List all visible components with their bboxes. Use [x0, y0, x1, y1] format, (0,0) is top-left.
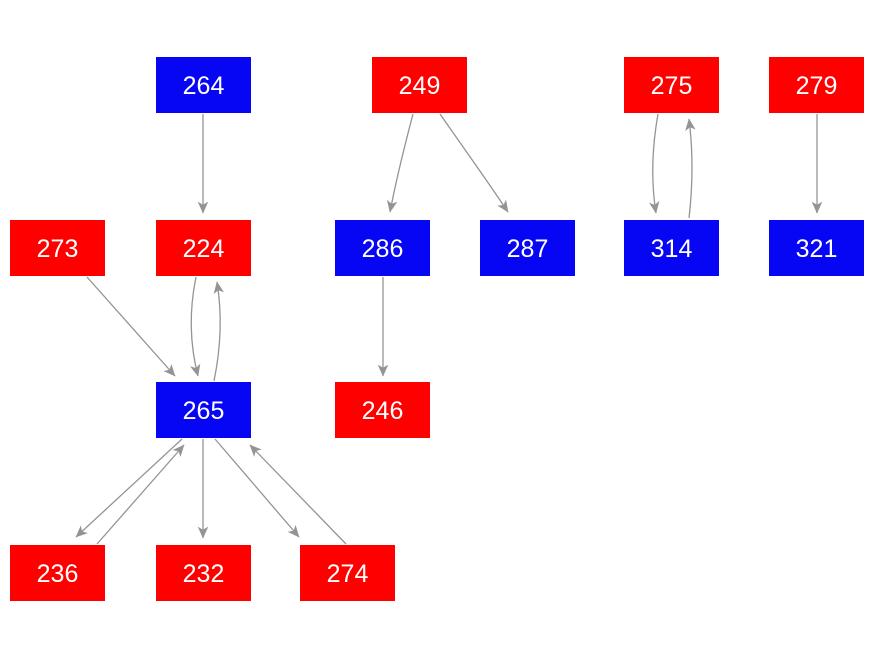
node-275: 275: [624, 57, 719, 113]
edge-265-to-224: [213, 281, 225, 382]
edge-275-to-314: [648, 113, 660, 214]
node-232: 232: [156, 545, 251, 601]
node-box-224: [156, 220, 251, 276]
node-label-264: 264: [183, 72, 225, 100]
node-249: 249: [372, 57, 467, 113]
node-265: 265: [156, 382, 251, 438]
nodes-layer: 264 249 275 279 273 224 286 287 314 321 265 246 236 2…: [10, 57, 864, 601]
node-label-274: 274: [327, 560, 369, 588]
node-box-232: [156, 545, 251, 601]
node-box-273: [10, 220, 105, 276]
node-314: 314: [624, 220, 719, 276]
node-box-287: [480, 220, 575, 276]
node-box-314: [624, 220, 719, 276]
edge-236-to-265: [96, 444, 185, 545]
node-label-224: 224: [183, 235, 225, 263]
edge-274-to-265: [249, 444, 347, 545]
node-label-249: 249: [399, 72, 441, 100]
edge-249-to-287: [439, 113, 509, 213]
node-273: 273: [10, 220, 105, 276]
node-236: 236: [10, 545, 105, 601]
node-box-249: [372, 57, 467, 113]
node-box-321: [769, 220, 864, 276]
node-box-236: [10, 545, 105, 601]
node-label-314: 314: [651, 235, 693, 263]
node-label-279: 279: [796, 72, 838, 100]
edges-layer: [75, 113, 823, 545]
node-label-232: 232: [183, 560, 225, 588]
node-label-275: 275: [651, 72, 693, 100]
node-label-236: 236: [37, 560, 79, 588]
node-321: 321: [769, 220, 864, 276]
node-box-274: [300, 545, 395, 601]
node-box-275: [624, 57, 719, 113]
node-279: 279: [769, 57, 864, 113]
node-287: 287: [480, 220, 575, 276]
edge-273-to-265: [86, 276, 176, 377]
edge-249-to-286: [386, 113, 414, 213]
node-224: 224: [156, 220, 251, 276]
node-label-286: 286: [362, 235, 404, 263]
node-label-265: 265: [183, 397, 225, 425]
node-box-286: [335, 220, 430, 276]
edge-265-to-236: [75, 438, 183, 538]
node-264: 264: [156, 57, 251, 113]
node-286: 286: [335, 220, 430, 276]
node-246: 246: [335, 382, 430, 438]
edge-265-to-274: [214, 438, 300, 538]
node-label-321: 321: [796, 235, 838, 263]
node-274: 274: [300, 545, 395, 601]
node-box-264: [156, 57, 251, 113]
node-box-265: [156, 382, 251, 438]
node-label-273: 273: [37, 235, 79, 263]
edge-314-to-275: [685, 118, 696, 219]
node-box-279: [769, 57, 864, 113]
node-label-246: 246: [362, 397, 404, 425]
edge-224-to-265: [190, 276, 201, 377]
node-label-287: 287: [507, 235, 549, 263]
node-box-246: [335, 382, 430, 438]
